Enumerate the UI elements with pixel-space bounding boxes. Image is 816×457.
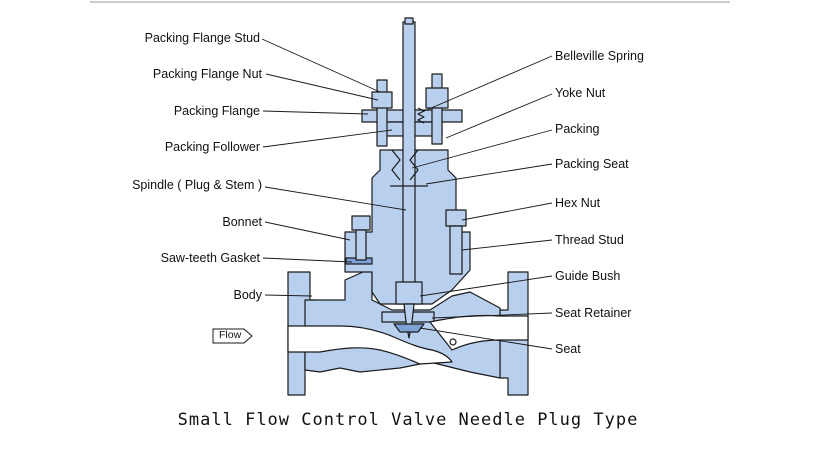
label-spindle: Spindle ( Plug & Stem ) [132, 178, 262, 192]
guide-bush [395, 281, 423, 305]
label-thread-stud: Thread Stud [555, 233, 624, 247]
packing [391, 149, 419, 181]
leader-packing-seat [425, 163, 553, 185]
label-belleville-spring: Belleville Spring [555, 49, 644, 63]
leader-spindle [264, 186, 407, 211]
label-packing-seat: Packing Seat [555, 157, 629, 171]
right-packing-stud [431, 73, 443, 145]
label-hex-nut: Hex Nut [555, 196, 601, 210]
drain-hole [449, 338, 457, 346]
leader-thread-stud [461, 239, 553, 251]
leader-seat-retainer [431, 312, 553, 319]
leader-guide-bush [419, 275, 553, 297]
left-bonnet-nut [351, 215, 371, 231]
flow-label: Flow [219, 329, 242, 341]
label-packing-flange-stud: Packing Flange Stud [144, 31, 260, 45]
flow-arrow [212, 328, 253, 344]
leader-saw-teeth-gasket [262, 257, 353, 263]
flow-channel-inlet [287, 325, 453, 365]
label-seat-retainer: Seat Retainer [555, 306, 632, 320]
leader-body [264, 294, 313, 297]
leader-packing-flange-stud [261, 38, 381, 93]
label-packing-flange-nut: Packing Flange Nut [152, 67, 262, 81]
leader-packing-flange [262, 110, 369, 115]
packing-flange-stud [376, 79, 388, 147]
leader-yoke-nut [445, 93, 553, 139]
leader-packing-follower [262, 129, 393, 148]
leader-seat [419, 327, 553, 350]
belleville-spring [417, 107, 425, 124]
label-packing-follower: Packing Follower [164, 140, 260, 154]
left-bonnet-stud [355, 229, 367, 261]
hex-nut [445, 209, 467, 227]
leader-bonnet [264, 221, 351, 241]
packing-flange-nut [371, 91, 393, 109]
label-saw-teeth-gasket: Saw-teeth Gasket [160, 251, 260, 265]
leader-belleville-spring [421, 55, 553, 113]
leader-hex-nut [461, 202, 553, 221]
diagram-caption: Small Flow Control Valve Needle Plug Typ… [177, 410, 639, 430]
stem-top [404, 17, 414, 25]
label-guide-bush: Guide Bush [555, 269, 621, 283]
leader-packing-flange-nut [265, 73, 379, 101]
label-packing-flange: Packing Flange [173, 104, 260, 118]
label-yoke-nut: Yoke Nut [555, 86, 606, 100]
label-seat: Seat [555, 342, 581, 356]
thread-stud [449, 225, 463, 275]
leader-packing [411, 129, 553, 169]
seat [393, 323, 425, 333]
label-bonnet: Bonnet [222, 215, 262, 229]
label-body: Body [233, 288, 263, 302]
yoke-nut [425, 87, 449, 109]
label-packing: Packing [555, 122, 600, 136]
